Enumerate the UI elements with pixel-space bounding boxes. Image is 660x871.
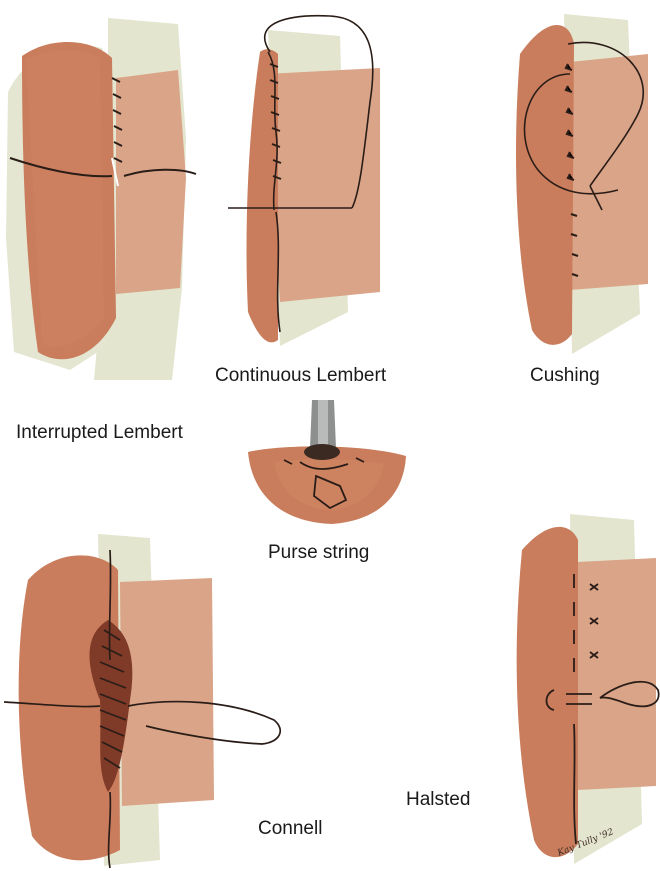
- caption-cushing: Cushing: [530, 366, 600, 385]
- caption-purse-string: Purse string: [268, 543, 369, 562]
- interrupted-lembert-illustration: [0, 18, 210, 380]
- purse-string-illustration: [244, 400, 410, 526]
- caption-connell: Connell: [258, 819, 322, 838]
- caption-halsted: Halsted: [406, 790, 470, 809]
- caption-continuous-lembert: Continuous Lembert: [215, 366, 386, 385]
- cushing-illustration: [508, 14, 660, 356]
- connell-illustration: [0, 530, 290, 868]
- continuous-lembert-illustration: [220, 12, 400, 354]
- caption-interrupted-lembert: Interrupted Lembert: [16, 423, 183, 442]
- halsted-illustration: [508, 514, 660, 866]
